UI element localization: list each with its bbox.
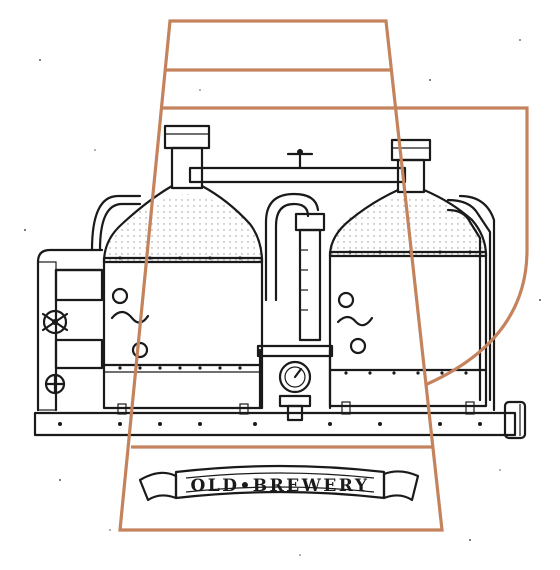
top-pipe bbox=[188, 148, 407, 184]
left-pipes bbox=[36, 194, 142, 412]
bottom-pipe bbox=[33, 400, 527, 440]
left-tank bbox=[102, 124, 264, 415]
center-column bbox=[256, 192, 334, 422]
mug-outline bbox=[118, 19, 529, 532]
banner-text: OLD•BREWERY bbox=[190, 476, 369, 496]
speckles bbox=[24, 39, 541, 556]
right-pipes bbox=[446, 194, 496, 412]
banner bbox=[138, 464, 420, 502]
